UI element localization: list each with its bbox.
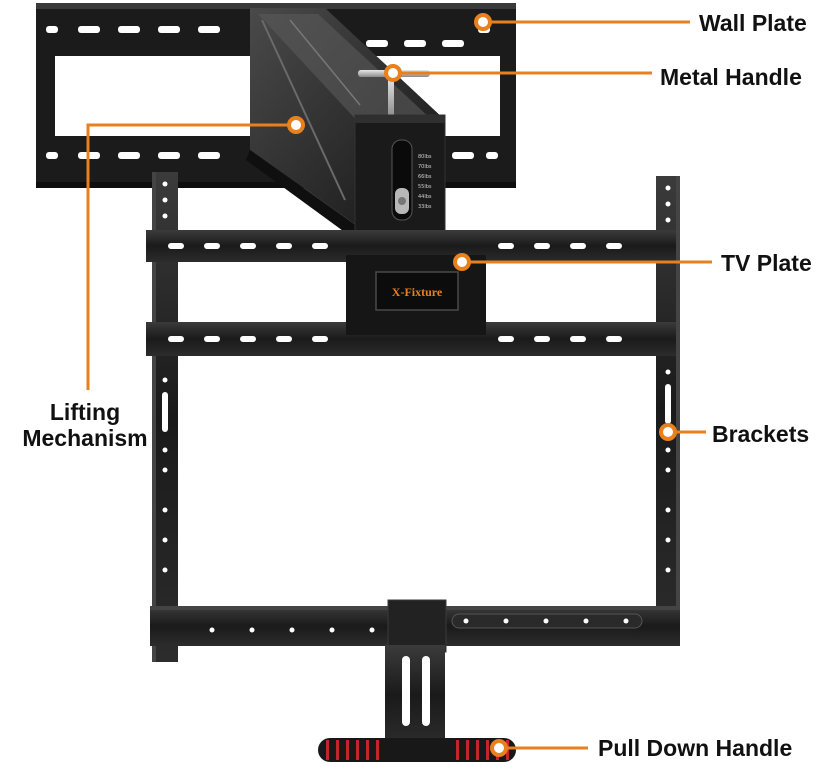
marker-brackets bbox=[659, 423, 677, 441]
label-pull-down-handle: Pull Down Handle bbox=[598, 735, 793, 761]
scale-mark: 33lbs bbox=[418, 204, 432, 210]
wall-plate-slots-bottom bbox=[46, 152, 498, 159]
label-metal-handle: Metal Handle bbox=[660, 64, 802, 90]
brand-plate: X-Fixture bbox=[375, 271, 459, 311]
label-lifting-line2: Mechanism bbox=[22, 425, 148, 451]
scale-mark: 55lbs bbox=[418, 184, 432, 190]
callout-markers bbox=[287, 13, 677, 757]
scale-mark: 80lbs bbox=[418, 154, 432, 160]
marker-tv-plate bbox=[453, 253, 471, 271]
scale-mark: 66lbs bbox=[418, 174, 432, 180]
label-lifting-line1: Lifting bbox=[49, 399, 121, 425]
marker-lifting-mechanism bbox=[287, 116, 305, 134]
tv-plate: X-Fixture bbox=[146, 230, 676, 356]
scale-mark: 44lbs bbox=[418, 194, 432, 200]
wall-plate-slots-top bbox=[46, 26, 490, 47]
marker-wall-plate bbox=[474, 13, 492, 31]
callout-lines bbox=[86, 20, 712, 750]
scale-mark: 70lbs bbox=[418, 164, 432, 170]
pull-down-handle bbox=[318, 645, 516, 762]
label-brackets: Brackets bbox=[712, 421, 810, 447]
brand-plate-text: X-Fixture bbox=[392, 285, 443, 299]
bottom-bar bbox=[150, 599, 680, 653]
label-lifting-mechanism: Lifting Mechanism bbox=[0, 399, 170, 451]
weight-scale: 80lbs 70lbs 66lbs 55lbs 44lbs 33lbs bbox=[418, 154, 432, 210]
marker-metal-handle bbox=[384, 64, 402, 82]
control-box: 80lbs 70lbs 66lbs 55lbs 44lbs 33lbs bbox=[354, 114, 446, 234]
tv-plate-slots bbox=[168, 243, 622, 342]
marker-pull-down-handle bbox=[490, 739, 508, 757]
label-tv-plate: TV Plate bbox=[721, 250, 812, 276]
label-wall-plate: Wall Plate bbox=[699, 10, 807, 36]
